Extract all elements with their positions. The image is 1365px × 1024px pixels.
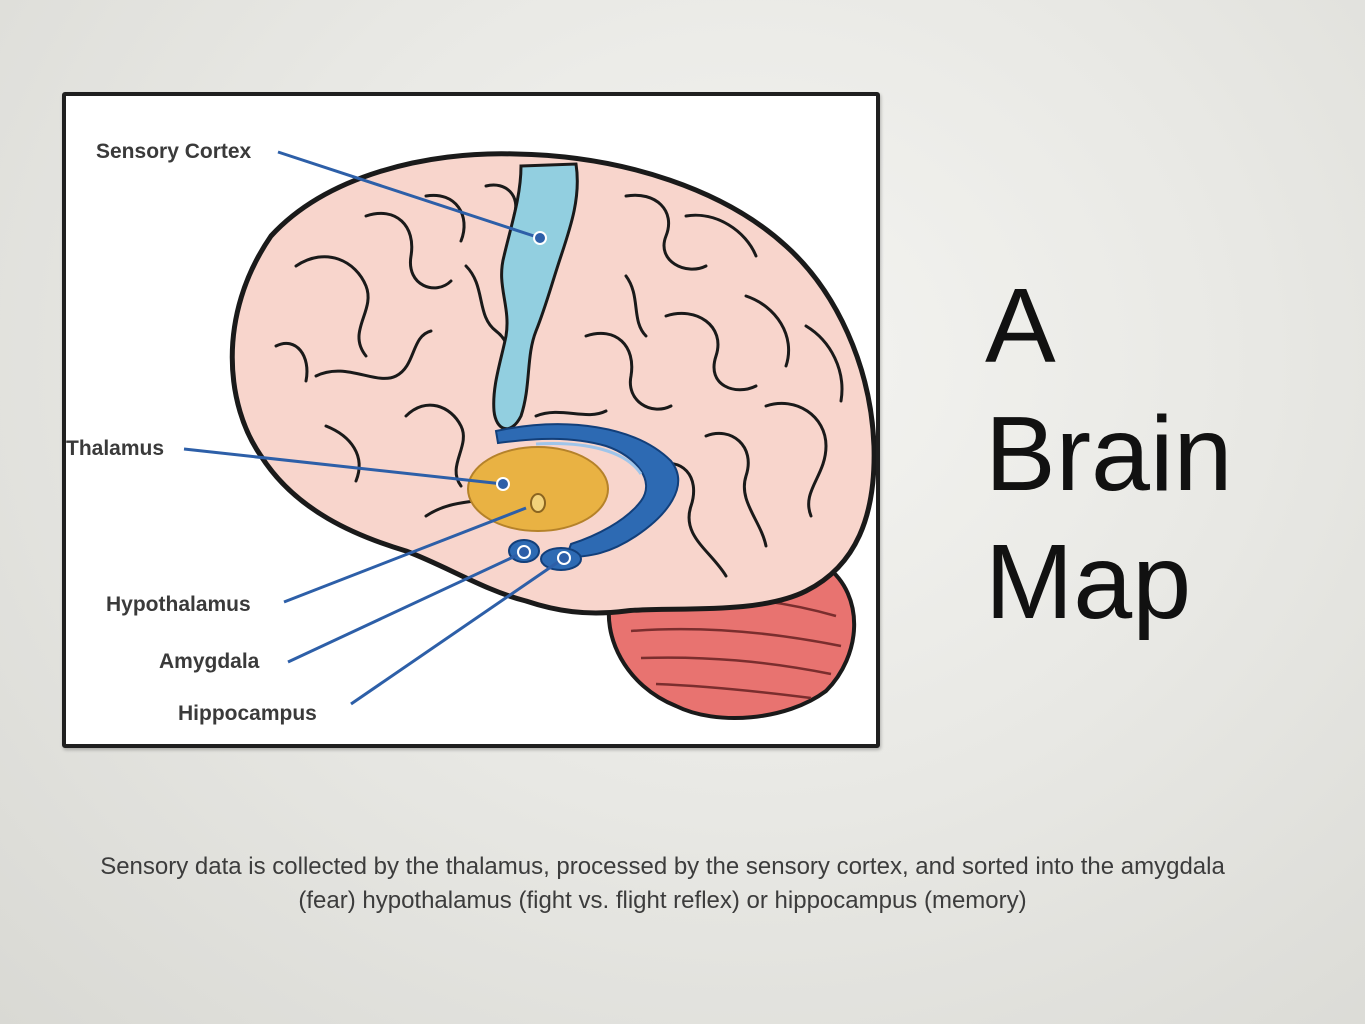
slide-title-line: Map	[985, 523, 1192, 641]
slide-title-line: Brain	[985, 395, 1233, 513]
hypothalamus-region	[530, 493, 546, 513]
slide-caption: Sensory data is collected by the thalamu…	[100, 853, 1225, 914]
slide-title: A Brain Map	[985, 262, 1345, 646]
leader-lines	[183, 150, 565, 706]
brain-diagram-frame: Sensory Cortex Thalamus Hypothalamus Amy…	[62, 92, 880, 748]
label-hypothalamus: Hypothalamus	[106, 593, 251, 616]
cerebrum	[229, 151, 876, 616]
label-sensory-cortex: Sensory Cortex	[96, 140, 252, 163]
label-thalamus: Thalamus	[66, 437, 164, 460]
label-hippocampus: Hippocampus	[178, 702, 317, 725]
brain-diagram: Sensory Cortex Thalamus Hypothalamus Amy…	[66, 140, 876, 725]
label-amygdala: Amygdala	[159, 650, 260, 673]
limbic-arc-inner	[535, 442, 643, 475]
leader-dots	[496, 231, 571, 565]
thalamus-region	[467, 446, 609, 532]
slide-title-line: A	[985, 267, 1056, 385]
